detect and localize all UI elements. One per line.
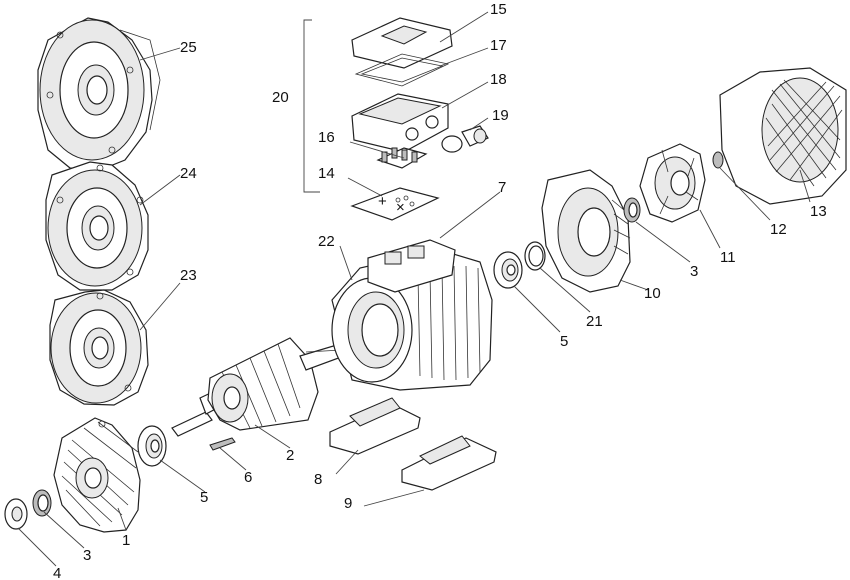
circlip-3-front bbox=[32, 489, 52, 517]
label-6: 6 bbox=[244, 469, 252, 486]
label-14: 14 bbox=[318, 165, 335, 182]
foot-8 bbox=[329, 397, 421, 455]
motor-frame-22 bbox=[331, 239, 493, 391]
seal-ring-4 bbox=[4, 498, 28, 530]
flange-end-shield-25 bbox=[37, 17, 161, 171]
cover-gasket-17 bbox=[354, 53, 450, 87]
cable-gland-19 bbox=[441, 125, 489, 153]
terminal-board-14: + × bbox=[350, 187, 440, 221]
bearing-5-rear bbox=[493, 251, 523, 289]
end-shield-1 bbox=[53, 417, 141, 533]
label-4: 4 bbox=[53, 565, 61, 580]
label-23: 23 bbox=[180, 267, 197, 284]
rotor-2 bbox=[171, 337, 345, 437]
terminal-block-16 bbox=[376, 147, 428, 169]
label-7: 7 bbox=[498, 179, 506, 196]
label-18: 18 bbox=[490, 71, 507, 88]
label-13: 13 bbox=[810, 203, 827, 220]
key-6 bbox=[209, 437, 236, 451]
cooling-fan-11 bbox=[639, 143, 706, 223]
label-5-rear: 5 bbox=[560, 333, 568, 350]
label-5-front: 5 bbox=[200, 489, 208, 506]
label-8: 8 bbox=[314, 471, 322, 488]
label-11: 11 bbox=[720, 249, 736, 266]
foot-9 bbox=[401, 435, 497, 491]
board-mark-cross: × bbox=[396, 199, 405, 216]
label-3-front: 3 bbox=[83, 547, 91, 564]
label-10: 10 bbox=[644, 285, 661, 302]
label-22: 22 bbox=[318, 233, 335, 250]
label-21: 21 bbox=[586, 313, 603, 330]
circlip-12 bbox=[712, 151, 724, 169]
end-shield-10 bbox=[541, 169, 631, 293]
terminal-box-18 bbox=[351, 93, 449, 153]
wave-washer-21 bbox=[524, 241, 546, 271]
leader-lines bbox=[17, 11, 811, 567]
board-mark-plus: + bbox=[378, 193, 387, 210]
label-17: 17 bbox=[490, 37, 507, 54]
flange-end-shield-24 bbox=[45, 161, 149, 291]
label-16: 16 bbox=[318, 129, 335, 146]
label-9: 9 bbox=[344, 495, 352, 512]
label-15: 15 bbox=[490, 1, 507, 18]
label-25: 25 bbox=[180, 39, 197, 56]
flange-end-shield-23 bbox=[49, 289, 149, 406]
label-19: 19 bbox=[492, 107, 509, 124]
fan-cover-13 bbox=[719, 67, 847, 205]
label-20: 20 bbox=[272, 89, 289, 106]
label-24: 24 bbox=[180, 165, 197, 182]
label-3-rear: 3 bbox=[690, 263, 698, 280]
circlip-3-rear bbox=[623, 197, 641, 223]
part-number-labels: 25 24 23 1 2 3 4 5 6 8 9 7 22 15 17 18 1… bbox=[53, 1, 827, 580]
bearing-5-front bbox=[137, 425, 167, 467]
label-12: 12 bbox=[770, 221, 787, 238]
terminal-box-cover-15 bbox=[351, 17, 453, 69]
label-2: 2 bbox=[286, 447, 294, 464]
label-1: 1 bbox=[122, 532, 130, 549]
